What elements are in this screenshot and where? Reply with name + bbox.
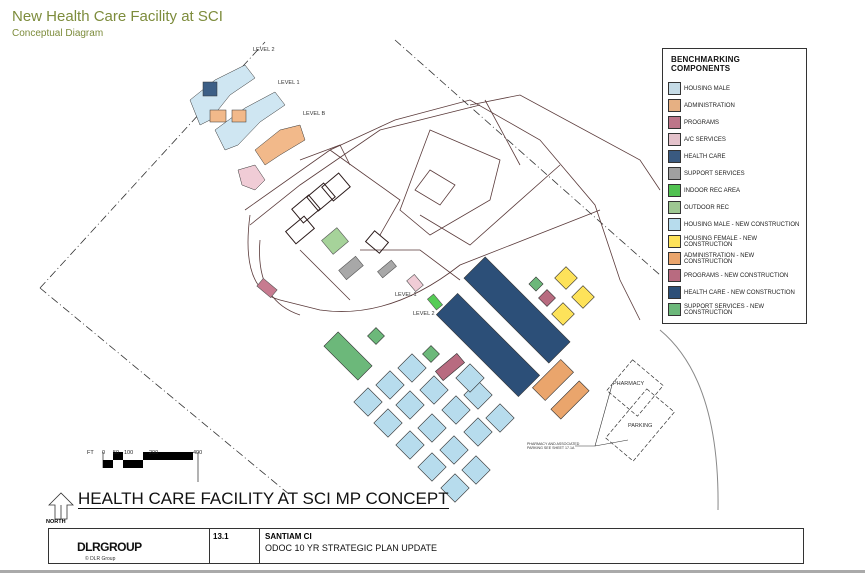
existing-site-elements <box>256 227 443 311</box>
existing-floor-plans <box>189 64 306 191</box>
existing-roads <box>244 94 661 321</box>
legend-swatch <box>668 218 681 231</box>
legend-label: HOUSING MALE - NEW CONSTRUCTION <box>684 221 800 228</box>
housing-male-new-units <box>353 353 515 503</box>
title-block: DLRGROUP © DLR Group 13.1 SANTIAM CI ODO… <box>48 528 804 564</box>
legend-swatch <box>668 235 681 248</box>
legend-item: SUPPORT SERVICES <box>668 165 801 182</box>
legend-label: SUPPORT SERVICES <box>684 170 745 177</box>
legend-item: ADMINISTRATION <box>668 97 801 114</box>
legend-title: BENCHMARKING COMPONENTS <box>671 55 741 73</box>
pharmacy-note: PHARMACY AND ASSOCIATED PARKING SEE SHEE… <box>527 442 580 450</box>
legend-label: ADMINISTRATION - NEW CONSTRUCTION <box>684 252 755 265</box>
north-arrow-icon <box>48 492 74 520</box>
existing-buildings <box>284 172 390 254</box>
copyright: © DLR Group <box>85 556 116 562</box>
boundary-arc <box>659 329 719 511</box>
scale-tick: 50 <box>113 450 120 456</box>
legend-swatch <box>668 116 681 129</box>
legend-label: HOUSING MALE <box>684 85 731 92</box>
legend: BENCHMARKING COMPONENTS HOUSING MALE ADMI… <box>662 48 807 324</box>
legend-item: HOUSING MALE - NEW CONSTRUCTION <box>668 216 801 233</box>
north-label: NORTH <box>46 519 66 525</box>
note-leader <box>575 384 629 447</box>
scale-unit: FT <box>87 450 94 456</box>
legend-item: A/C SERVICES <box>668 131 801 148</box>
legend-item: INDOOR REC AREA <box>668 182 801 199</box>
legend-label: HEALTH CARE - NEW CONSTRUCTION <box>684 289 795 296</box>
page-title: New Health Care Facility at SCI <box>12 8 223 25</box>
legend-item: HOUSING FEMALE - NEW CONSTRUCTION <box>668 233 801 250</box>
level-2-new-label: LEVEL 2 <box>413 311 435 317</box>
legend-item: ADMINISTRATION - NEW CONSTRUCTION <box>668 250 801 267</box>
sheet-number: 13.1 <box>213 532 229 541</box>
level-1-label: LEVEL 1 <box>278 80 300 86</box>
legend-item: HEALTH CARE - NEW CONSTRUCTION <box>668 284 801 301</box>
legend-item: HEALTH CARE <box>668 148 801 165</box>
scale-tick: 0 <box>102 450 106 456</box>
legend-label: PROGRAMS <box>684 119 720 126</box>
page-bottom-rule <box>0 570 865 573</box>
legend-label: A/C SERVICES <box>684 136 726 143</box>
legend-swatch <box>668 286 681 299</box>
scale-tick: 200 <box>149 450 159 456</box>
legend-item: SUPPORT SERVICES - NEW CONSTRUCTION <box>668 301 801 318</box>
level-1-new-label: LEVEL 1 <box>395 292 417 298</box>
legend-item: HOUSING MALE <box>668 80 801 97</box>
legend-swatch <box>668 150 681 163</box>
new-construction <box>323 256 595 503</box>
level-b-label: LEVEL B <box>303 111 326 117</box>
ballfield <box>414 169 456 206</box>
level-2-label: LEVEL 2 <box>253 47 275 53</box>
legend-label: ADMINISTRATION <box>684 102 735 109</box>
page-subtitle: Conceptual Diagram <box>12 28 104 39</box>
legend-label: HOUSING FEMALE - NEW CONSTRUCTION <box>684 235 758 248</box>
legend-label: OUTDOOR REC <box>684 204 729 211</box>
legend-swatch <box>668 82 681 95</box>
legend-swatch <box>668 201 681 214</box>
scale-bar <box>102 452 199 482</box>
legend-swatch <box>668 303 681 316</box>
legend-item: OUTDOOR REC <box>668 199 801 216</box>
legend-swatch <box>668 167 681 180</box>
parking-label: PARKING <box>628 423 653 429</box>
legend-swatch <box>668 133 681 146</box>
legend-swatch <box>668 269 681 282</box>
health-care-new-buildings <box>435 256 571 398</box>
legend-item: PROGRAMS - NEW CONSTRUCTION <box>668 267 801 284</box>
legend-label: INDOOR REC AREA <box>684 187 741 194</box>
legend-label: SUPPORT SERVICES - NEW CONSTRUCTION <box>684 303 765 316</box>
legend-swatch <box>668 252 681 265</box>
housing-female-new-units <box>551 266 595 326</box>
legend-swatch <box>668 99 681 112</box>
legend-item: PROGRAMS <box>668 114 801 131</box>
legend-swatch <box>668 184 681 197</box>
scale-tick: 400 <box>193 450 203 456</box>
drawing-title: HEALTH CARE FACILITY AT SCI MP CONCEPT <box>78 489 449 509</box>
project-name: SANTIAM CI <box>265 532 312 541</box>
scale-tick: 100 <box>124 450 134 456</box>
future-pharmacy-parking <box>605 359 675 462</box>
legend-label: HEALTH CARE <box>684 153 726 160</box>
pharmacy-label: PHARMACY <box>613 381 645 387</box>
project-description: ODOC 10 YR STRATEGIC PLAN UPDATE <box>265 543 438 553</box>
legend-label: PROGRAMS - NEW CONSTRUCTION <box>684 272 789 279</box>
dlr-logo: DLRGROUP <box>77 540 142 554</box>
